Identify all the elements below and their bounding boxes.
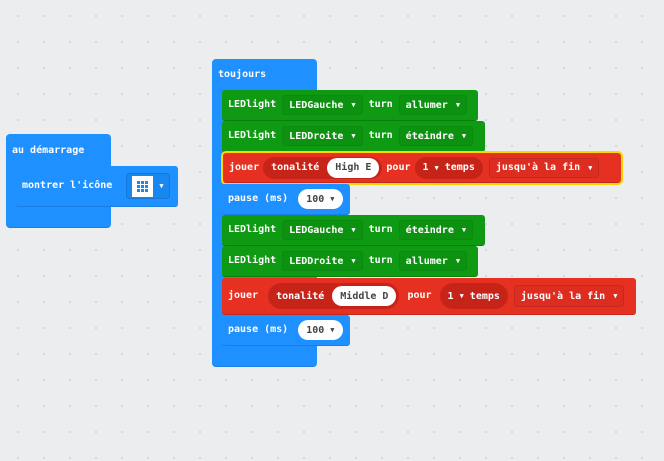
chevron-down-icon: ▼ bbox=[351, 132, 356, 140]
led-state-dropdown[interactable]: éteindre ▼ bbox=[398, 126, 474, 146]
pause-block[interactable]: pause (ms) 100 ▼ bbox=[222, 184, 350, 215]
tone-reporter[interactable]: tonalité Middle D bbox=[268, 283, 400, 309]
led-prefix: LEDlight bbox=[228, 224, 277, 235]
led-turn-label: turn bbox=[368, 255, 393, 266]
beats-unit: temps bbox=[444, 162, 475, 173]
for-label: pour bbox=[386, 161, 411, 173]
beats-value: 1 bbox=[447, 290, 454, 302]
on-start-label: au démarrage bbox=[12, 145, 85, 156]
forever-label: toujours bbox=[218, 69, 267, 80]
led-turn-label: turn bbox=[368, 130, 393, 141]
tone-label: tonalité bbox=[276, 290, 325, 302]
led-block[interactable]: LEDlight LEDDroite ▼ turn allumer ▼ bbox=[222, 246, 478, 277]
led-state-value: éteindre bbox=[405, 224, 454, 236]
led-state-value: éteindre bbox=[405, 130, 454, 142]
led-pin-value: LEDGauche bbox=[289, 99, 344, 111]
led-state-dropdown[interactable]: allumer ▼ bbox=[398, 251, 468, 271]
led-pin-dropdown[interactable]: LEDGauche ▼ bbox=[282, 95, 363, 115]
led-pin-dropdown[interactable]: LEDDroite ▼ bbox=[282, 126, 363, 146]
play-mode-dropdown[interactable]: jusqu'à la fin ▼ bbox=[488, 157, 600, 178]
show-icon-label: montrer l'icône bbox=[22, 180, 113, 191]
play-mode-value: jusqu'à la fin bbox=[495, 162, 581, 173]
chevron-down-icon: ▼ bbox=[455, 257, 461, 265]
led-prefix: LEDlight bbox=[228, 99, 277, 110]
chevron-down-icon: ▼ bbox=[613, 292, 618, 300]
for-label: pour bbox=[407, 290, 432, 301]
play-mode-dropdown[interactable]: jusqu'à la fin ▼ bbox=[513, 285, 625, 307]
led-block[interactable]: LEDlight LEDGauche ▼ turn allumer ▼ bbox=[222, 90, 478, 121]
pause-value-dropdown[interactable]: 100 ▼ bbox=[298, 320, 343, 340]
play-label: jouer bbox=[229, 161, 260, 173]
note-field[interactable]: Middle D bbox=[332, 286, 397, 306]
led-pin-dropdown[interactable]: LEDDroite ▼ bbox=[282, 251, 363, 271]
led-prefix: LEDlight bbox=[228, 130, 277, 141]
led-state-dropdown[interactable]: éteindre ▼ bbox=[398, 220, 474, 240]
chevron-down-icon: ▼ bbox=[434, 163, 439, 172]
play-tone-block[interactable]: jouer tonalité Middle D pour 1 ▼ temps j… bbox=[222, 278, 636, 315]
play-mode-value: jusqu'à la fin bbox=[520, 290, 606, 302]
icon-dropdown[interactable]: ▼ bbox=[126, 173, 170, 199]
led-pin-value: LEDDroite bbox=[289, 255, 344, 267]
beats-unit: temps bbox=[469, 290, 500, 302]
chevron-down-icon: ▼ bbox=[461, 132, 467, 140]
chevron-down-icon: ▼ bbox=[459, 292, 464, 300]
square-outline-icon bbox=[132, 175, 154, 197]
pause-value: 100 bbox=[306, 193, 325, 205]
chevron-down-icon: ▼ bbox=[351, 101, 356, 109]
led-state-dropdown[interactable]: allumer ▼ bbox=[398, 95, 468, 115]
chevron-down-icon: ▼ bbox=[159, 182, 164, 190]
play-label: jouer bbox=[228, 290, 259, 301]
chevron-down-icon: ▼ bbox=[330, 195, 335, 203]
led-pin-value: LEDGauche bbox=[289, 224, 344, 236]
chevron-down-icon: ▼ bbox=[330, 326, 335, 334]
beats-dropdown[interactable]: 1 ▼ temps bbox=[439, 283, 508, 309]
chevron-down-icon: ▼ bbox=[588, 163, 593, 172]
beats-value: 1 bbox=[422, 162, 429, 173]
led-state-value: allumer bbox=[405, 99, 448, 111]
chevron-down-icon: ▼ bbox=[351, 257, 356, 265]
pause-value: 100 bbox=[306, 324, 325, 336]
led-pin-dropdown[interactable]: LEDGauche ▼ bbox=[282, 220, 363, 240]
tone-label: tonalité bbox=[271, 162, 320, 173]
led-block[interactable]: LEDlight LEDDroite ▼ turn éteindre ▼ bbox=[222, 121, 485, 152]
chevron-down-icon: ▼ bbox=[461, 226, 467, 234]
chevron-down-icon: ▼ bbox=[351, 226, 356, 234]
led-turn-label: turn bbox=[368, 99, 393, 110]
led-pin-value: LEDDroite bbox=[289, 130, 344, 142]
pause-label: pause (ms) bbox=[228, 324, 289, 335]
led-block[interactable]: LEDlight LEDGauche ▼ turn éteindre ▼ bbox=[222, 215, 485, 246]
tone-reporter[interactable]: tonalité High E bbox=[263, 156, 383, 179]
pause-label: pause (ms) bbox=[228, 193, 289, 204]
led-state-value: allumer bbox=[405, 255, 448, 267]
play-tone-block[interactable]: jouer tonalité High E pour 1 ▼ temps jus… bbox=[221, 151, 623, 185]
chevron-down-icon: ▼ bbox=[455, 101, 461, 109]
show-icon-block[interactable]: montrer l'icône ▼ bbox=[16, 166, 178, 207]
pause-value-dropdown[interactable]: 100 ▼ bbox=[298, 189, 343, 209]
beats-dropdown[interactable]: 1 ▼ temps bbox=[414, 156, 483, 179]
note-field[interactable]: High E bbox=[327, 157, 380, 178]
pause-block[interactable]: pause (ms) 100 ▼ bbox=[222, 315, 350, 346]
led-prefix: LEDlight bbox=[228, 255, 277, 266]
led-turn-label: turn bbox=[368, 224, 393, 235]
